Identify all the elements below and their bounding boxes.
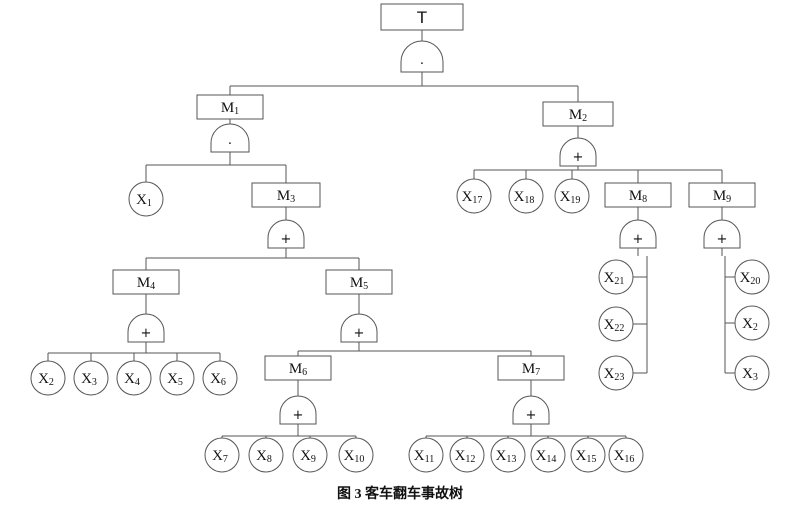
- basic-event-X15: X15: [570, 437, 606, 473]
- figure-caption: 图 3 客车翻车事故树: [337, 485, 463, 502]
- gate-m4-or: +: [127, 313, 165, 343]
- svg-text:X17: X17: [462, 189, 483, 206]
- basic-event-X6: X6: [202, 360, 238, 396]
- basic-event-X14: X14: [530, 437, 566, 473]
- event-T-label: T: [417, 8, 427, 27]
- svg-text:X2: X2: [742, 316, 758, 333]
- event-M7-label: M7: [522, 361, 540, 378]
- svg-text:X13: X13: [496, 448, 517, 465]
- svg-text:X16: X16: [614, 448, 635, 465]
- or-symbol: +: [354, 326, 365, 341]
- gate-m9-or: +: [703, 219, 741, 249]
- connectors: [47, 30, 736, 438]
- event-M6-label: M6: [289, 361, 307, 378]
- svg-text:X6: X6: [210, 371, 226, 388]
- gate-m8-or: +: [619, 219, 657, 249]
- event-M3-label: M3: [277, 188, 295, 205]
- basic-event-X2: X2: [30, 360, 66, 396]
- svg-text:X10: X10: [344, 448, 365, 465]
- event-M5-label: M5: [350, 275, 368, 292]
- or-symbol: +: [573, 150, 584, 165]
- svg-text:X21: X21: [604, 270, 625, 287]
- svg-text:X23: X23: [604, 366, 625, 383]
- svg-text:X3: X3: [742, 366, 758, 383]
- basic-event-X3: X3: [73, 360, 109, 396]
- or-symbol: +: [633, 232, 644, 247]
- and-symbol: ·: [420, 57, 424, 72]
- or-symbol: +: [141, 326, 152, 341]
- event-M4: M4: [112, 269, 180, 295]
- basic-event-X1: X1: [128, 181, 164, 217]
- event-M1: M1: [196, 94, 264, 120]
- gate-m2-or: +: [559, 137, 597, 167]
- gate-m3-or: +: [267, 219, 305, 249]
- gate-m1-and: ·: [210, 123, 250, 153]
- svg-text:X20: X20: [740, 270, 761, 287]
- event-M8-label: M8: [629, 188, 647, 205]
- svg-text:X22: X22: [604, 317, 625, 334]
- or-symbol: +: [526, 408, 537, 423]
- or-symbol: +: [281, 232, 292, 247]
- event-M5: M5: [325, 269, 393, 295]
- basic-event-X17: X17: [456, 178, 492, 214]
- svg-text:X5: X5: [167, 371, 183, 388]
- svg-text:X11: X11: [414, 448, 434, 465]
- and-symbol: ·: [228, 137, 232, 152]
- basic-event-X8: X8: [248, 437, 284, 473]
- event-M2-label: M2: [569, 107, 587, 124]
- event-M2: M2: [542, 101, 614, 127]
- basic-event-X5: X5: [159, 360, 195, 396]
- svg-text:X18: X18: [514, 189, 535, 206]
- basic-event-X3-right: X3: [734, 355, 770, 391]
- basic-event-X22: X22: [598, 306, 634, 342]
- svg-text:X9: X9: [300, 448, 316, 465]
- basic-event-X2-right: X2: [734, 305, 770, 341]
- basic-event-X20: X20: [734, 259, 770, 295]
- gate-m7-or: +: [512, 395, 550, 425]
- basic-event-X10: X10: [338, 437, 374, 473]
- basic-event-X21: X21: [598, 259, 634, 295]
- event-M9-label: M9: [713, 188, 731, 205]
- event-M6: M6: [264, 355, 332, 381]
- or-symbol: +: [717, 232, 728, 247]
- event-M9: M9: [688, 182, 756, 208]
- basic-event-X9: X9: [292, 437, 328, 473]
- event-T: T: [380, 3, 464, 31]
- basic-event-X19: X19: [554, 178, 590, 214]
- basic-event-X16: X16: [608, 437, 644, 473]
- svg-text:X2: X2: [38, 371, 54, 388]
- gate-top-and: ·: [400, 40, 444, 73]
- svg-text:X19: X19: [560, 189, 581, 206]
- svg-text:X4: X4: [124, 371, 140, 388]
- basic-event-X11: X11: [408, 437, 444, 473]
- svg-text:X15: X15: [576, 448, 597, 465]
- gate-m6-or: +: [279, 395, 317, 425]
- basic-event-X23: X23: [598, 355, 634, 391]
- event-M3: M3: [251, 182, 321, 208]
- event-M7: M7: [497, 355, 565, 381]
- basic-event-X18: X18: [508, 178, 544, 214]
- svg-text:X14: X14: [536, 448, 557, 465]
- event-M4-label: M4: [137, 275, 155, 292]
- event-M1-label: M1: [221, 100, 239, 117]
- svg-text:X1: X1: [136, 192, 152, 209]
- svg-text:X8: X8: [256, 448, 272, 465]
- or-symbol: +: [293, 408, 304, 423]
- basic-event-X4: X4: [116, 360, 152, 396]
- svg-text:X12: X12: [455, 448, 476, 465]
- basic-event-X7: X7: [204, 437, 240, 473]
- basic-event-X12: X12: [449, 437, 485, 473]
- svg-text:X7: X7: [212, 448, 228, 465]
- basic-event-X13: X13: [490, 437, 526, 473]
- event-M8: M8: [604, 182, 672, 208]
- gate-m5-or: +: [340, 313, 378, 343]
- svg-text:X3: X3: [81, 371, 97, 388]
